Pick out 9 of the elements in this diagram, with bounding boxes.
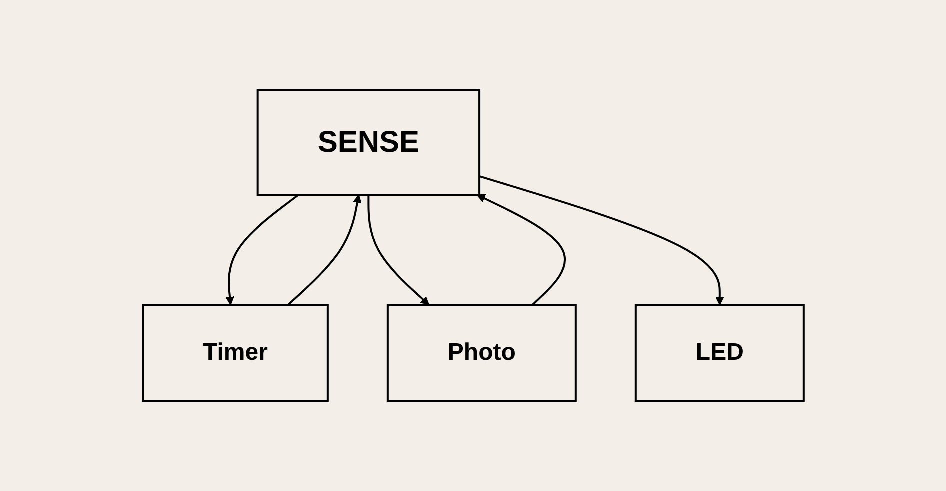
arrow bbox=[476, 194, 566, 306]
arrow bbox=[225, 194, 299, 306]
arrow bbox=[478, 175, 724, 306]
node-box: Photo bbox=[386, 304, 576, 402]
node-box: LED bbox=[634, 304, 804, 402]
arrow bbox=[367, 195, 430, 306]
node-box: Timer bbox=[142, 304, 328, 402]
arrow bbox=[287, 194, 362, 306]
node-box: SENSE bbox=[256, 89, 480, 196]
